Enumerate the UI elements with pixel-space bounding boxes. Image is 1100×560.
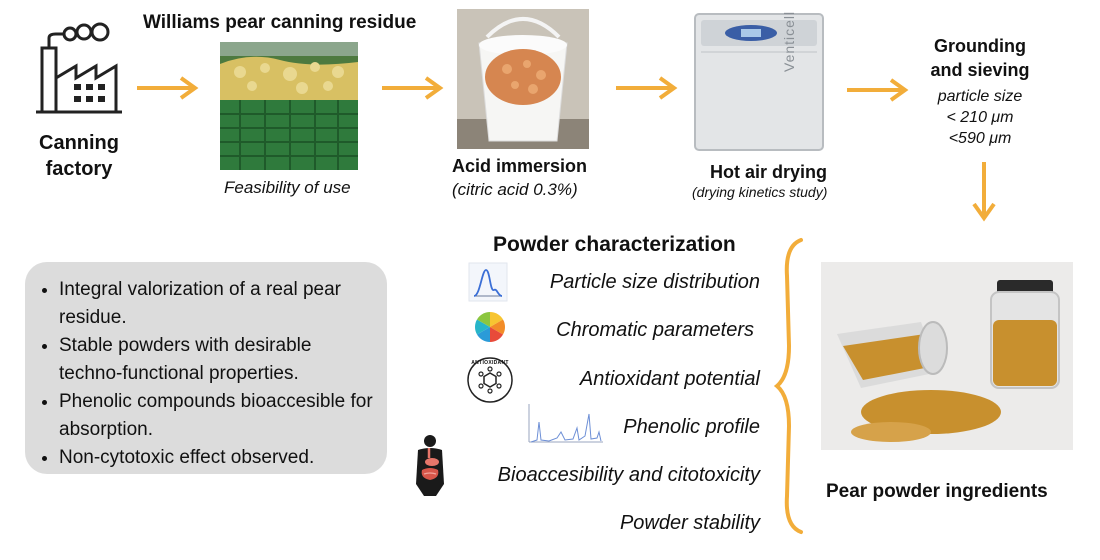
characterization-item: Bioaccesibility and citotoxicity [497,464,760,486]
result-title: Pear powder ingredients [826,481,1048,502]
grounding-note: particle size < 210 μm <590 μm [937,88,1023,147]
curly-brace [773,238,803,534]
drying-oven-photo: Venticell [693,12,825,152]
residue-crate-photo [220,42,358,170]
digestive-system-icon [416,435,444,496]
drying-title: Hot air drying [710,162,828,182]
residue-title: Williams pear canning residue [143,12,417,33]
characterization-title: Powder characterization [493,233,736,256]
pear-powder-photo [821,262,1073,450]
conclusion-item: Non-cytotoxic effect observed. [59,444,375,472]
antioxidant-icon: ANTIOXIDANT [466,356,514,404]
conclusions-box: Integral valorization of a real pear res… [25,262,387,474]
drying-caption: (drying kinetics study) [692,184,828,200]
grounding-title: Grounding and sieving [930,36,1030,80]
color-wheel-icon [474,312,506,342]
acid-caption: (citric acid 0.3%) [452,180,578,199]
flow-arrow [382,76,444,100]
flow-arrow [137,76,199,100]
conclusion-item: Stable powders with desirable techno-fun… [59,332,375,388]
characterization-item: Chromatic parameters [556,319,754,341]
residue-caption: Feasibility of use [224,178,351,197]
conclusion-item: Phenolic compounds bioaccesible for abso… [59,388,375,444]
characterization-item: Phenolic profile [623,416,760,438]
factory-label: Canning factory [39,132,119,180]
oven-brand: Venticell [781,12,797,72]
flow-arrow-down [972,162,996,222]
conclusion-item: Integral valorization of a real pear res… [59,276,375,332]
characterization-item: Powder stability [619,512,760,534]
factory-icon [36,22,122,114]
flow-arrow [847,78,909,102]
characterization-item: Particle size distribution [549,271,760,293]
flow-arrow [616,76,678,100]
acid-title: Acid immersion [452,156,588,176]
chromatogram-icon [528,404,603,443]
characterization-item: Antioxidant potential [579,368,760,390]
distribution-curve-icon [468,262,508,302]
acid-bucket-photo [457,9,589,149]
